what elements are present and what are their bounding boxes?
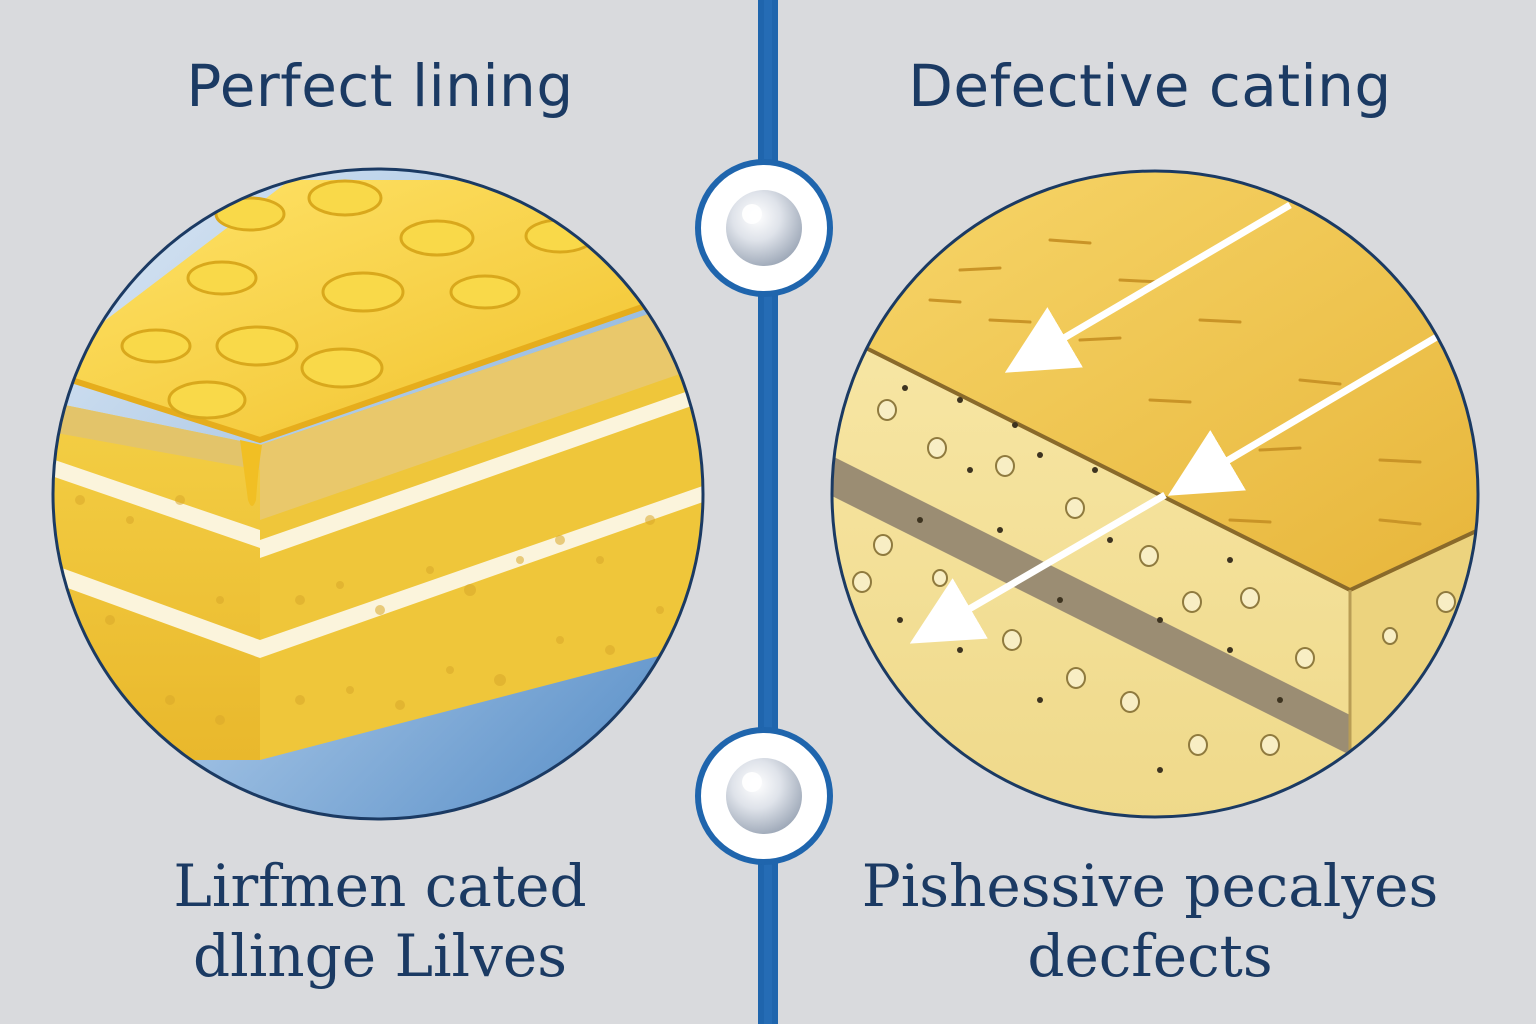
right-caption-line-1: Pishessive pecalyes bbox=[861, 852, 1439, 920]
right-panel-title: Defective cating bbox=[908, 52, 1392, 120]
perfect-lining-illustration bbox=[51, 167, 705, 821]
right-caption-line-2: decfects bbox=[1027, 921, 1273, 990]
left-caption-line-1: Lirfmen cated bbox=[173, 852, 587, 920]
divider-knob-icon bbox=[695, 159, 833, 297]
divider-knob-icon bbox=[695, 727, 833, 865]
left-panel-title: Perfect lining bbox=[186, 52, 574, 120]
defective-coating-illustration bbox=[830, 169, 1480, 819]
left-panel-caption: Lirfmen cated dlinge Lilves bbox=[60, 852, 700, 991]
arrow-icon bbox=[1004, 201, 1292, 373]
left-caption-line-2: dlinge Lilves bbox=[193, 921, 567, 990]
right-panel-caption: Pishessive pecalyes decfects bbox=[830, 852, 1470, 991]
arrow-icon bbox=[909, 491, 1167, 644]
arrow-icon bbox=[1167, 331, 1442, 496]
